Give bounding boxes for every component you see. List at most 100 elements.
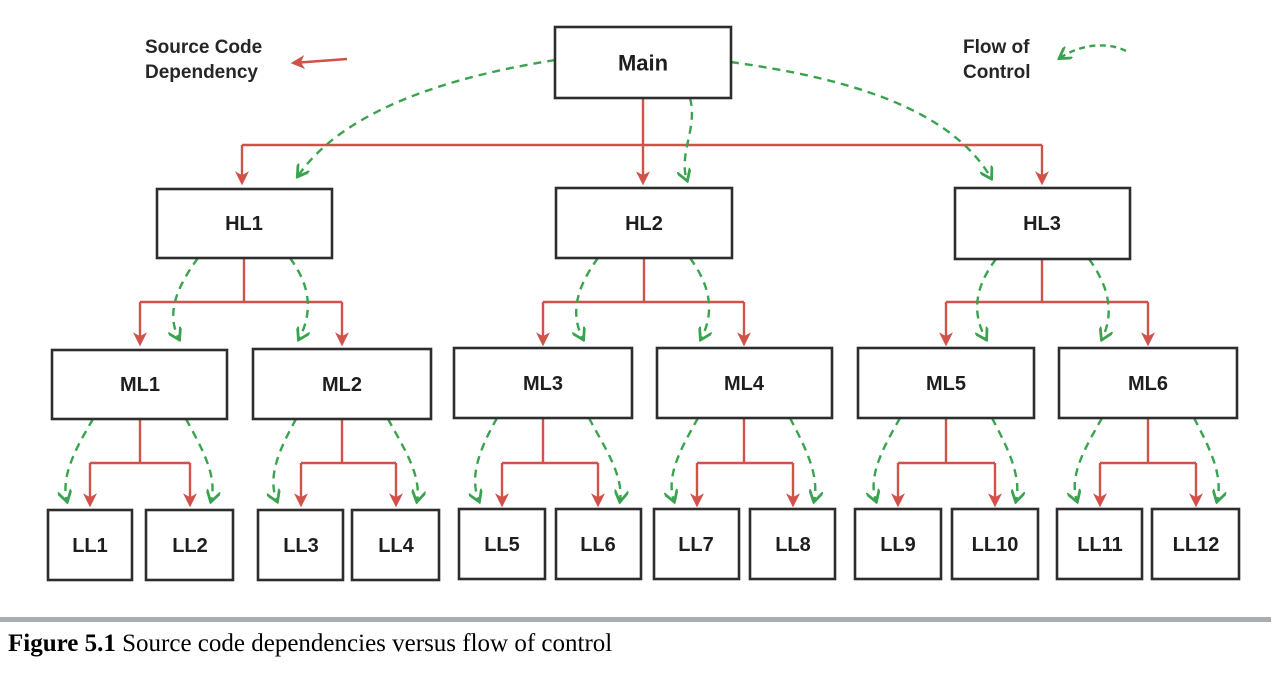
- node-ll2: LL2: [144, 508, 235, 582]
- legend-control-label-line1: Flow of: [963, 37, 1030, 58]
- node-ll11-box: [1055, 507, 1144, 581]
- node-ml6: ML6: [1057, 346, 1239, 420]
- node-ll2-label: LL2: [172, 535, 208, 557]
- node-main-label: Main: [618, 51, 668, 76]
- node-ml5-box: [856, 346, 1036, 420]
- node-ml1-box: [50, 348, 229, 421]
- node-ll2-box: [144, 508, 235, 582]
- legend-source-code-dependency: Source Code Dependency: [145, 37, 348, 83]
- node-ll7-label: LL7: [678, 534, 714, 556]
- node-ll5-label: LL5: [484, 534, 520, 556]
- node-ml3-box: [452, 346, 634, 420]
- node-ll6: LL6: [554, 507, 643, 581]
- control-edge-main-hl1: [298, 58, 556, 176]
- node-hl2-label: HL2: [625, 213, 663, 235]
- node-ll9-label: LL9: [880, 534, 916, 556]
- control-edge-ml6-ll12: [1192, 417, 1219, 501]
- figure-caption-text: Source code dependencies versus flow of …: [115, 630, 613, 657]
- control-edge-main-hl2: [685, 97, 694, 180]
- node-ll1-box: [46, 508, 134, 582]
- control-edge-ml2-ll4: [386, 418, 418, 501]
- node-ll5-box: [457, 507, 547, 581]
- node-ll3: LL3: [256, 508, 345, 582]
- control-edge-ml3-ll6: [587, 417, 620, 501]
- node-ml1-label: ML1: [120, 374, 160, 396]
- control-edge-ml6-ll11: [1075, 417, 1104, 501]
- node-ll4-box: [350, 508, 441, 582]
- source-dependency-edges: [83, 98, 1203, 508]
- legend-flow-of-control: Flow of Control: [963, 37, 1127, 83]
- control-edge-main-hl3: [730, 60, 991, 178]
- node-ll10-label: LL10: [972, 534, 1019, 556]
- node-hl2: HL2: [554, 186, 734, 260]
- node-ll4-label: LL4: [378, 535, 414, 557]
- node-ml1: ML1: [50, 348, 229, 421]
- figure-caption-label: Figure 5.1: [8, 630, 116, 657]
- node-hl3: HL3: [953, 186, 1132, 261]
- node-ml3-label: ML3: [523, 373, 563, 395]
- control-edge-hl2-ml4: [689, 257, 709, 339]
- node-ll4: LL4: [350, 508, 441, 582]
- control-edge-ml5-ll9: [874, 417, 902, 501]
- node-ml6-label: ML6: [1128, 373, 1168, 395]
- control-edge-ml5-ll10: [990, 417, 1017, 501]
- legend-control-arrow-icon: [1060, 44, 1127, 58]
- node-ll8-box: [748, 507, 837, 581]
- node-main-box: [553, 25, 733, 100]
- node-ll6-box: [554, 507, 643, 581]
- node-main: Main: [553, 25, 733, 100]
- legend-dependency-label-line2: Dependency: [145, 62, 258, 83]
- node-hl1-label: HL1: [225, 213, 263, 235]
- control-edge-ml3-ll5: [475, 417, 499, 501]
- control-edge-ml1-ll2: [184, 418, 213, 501]
- node-hl3-label: HL3: [1023, 213, 1061, 235]
- diagram-nodes: Main HL1 HL2 HL3 ML1 ML2: [46, 25, 1241, 582]
- node-ll6-label: LL6: [580, 534, 616, 556]
- node-ll7: LL7: [652, 507, 741, 581]
- figure-caption: Figure 5.1 Source code dependencies vers…: [8, 630, 1272, 658]
- node-ml2-box: [251, 347, 433, 421]
- node-ll9: LL9: [853, 507, 943, 581]
- node-hl1-box: [155, 187, 334, 260]
- control-edge-hl1-ml1: [173, 257, 199, 339]
- node-ll9-box: [853, 507, 943, 581]
- node-ll10: LL10: [950, 507, 1040, 581]
- control-edge-ml1-ll1: [65, 418, 95, 501]
- node-ll3-label: LL3: [283, 535, 319, 557]
- legend-dependency-label-line1: Source Code: [145, 37, 262, 58]
- control-edge-hl3-ml6: [1088, 258, 1109, 339]
- dependency-diagram: Source Code Dependency Flow of Control M…: [46, 25, 1241, 582]
- node-ll11: LL11: [1055, 507, 1144, 581]
- node-ml3: ML3: [452, 346, 634, 420]
- node-ml2-label: ML2: [322, 374, 362, 396]
- control-edge-ml4-ll8: [788, 417, 815, 501]
- node-ll11-label: LL11: [1077, 534, 1123, 556]
- node-hl1: HL1: [155, 187, 334, 260]
- node-hl2-box: [554, 186, 734, 260]
- node-ml4: ML4: [655, 346, 834, 420]
- control-edge-hl1-ml2: [289, 257, 308, 339]
- node-ll1-label: LL1: [72, 535, 108, 557]
- node-ml5-label: ML5: [926, 373, 966, 395]
- node-ml5: ML5: [856, 346, 1036, 420]
- node-ll10-box: [950, 507, 1040, 581]
- node-ml4-box: [655, 346, 834, 420]
- control-edge-hl3-ml5: [977, 258, 997, 339]
- control-edge-ml4-ll7: [672, 417, 700, 501]
- node-ml6-box: [1057, 346, 1239, 420]
- node-hl3-box: [953, 186, 1132, 261]
- node-ll1: LL1: [46, 508, 134, 582]
- node-ll8-label: LL8: [775, 534, 811, 556]
- legend-control-label-line2: Control: [963, 62, 1031, 83]
- caption-divider: [0, 617, 1271, 622]
- legend-dependency-arrow-icon: [290, 55, 348, 70]
- node-ll12-box: [1150, 507, 1241, 581]
- control-edge-ml2-ll3: [273, 418, 298, 501]
- node-ll8: LL8: [748, 507, 837, 581]
- node-ll12-label: LL12: [1173, 534, 1220, 556]
- node-ll7-box: [652, 507, 741, 581]
- node-ll12: LL12: [1150, 507, 1241, 581]
- control-edge-hl2-ml3: [576, 257, 599, 339]
- flow-of-control-edges: [65, 58, 1219, 501]
